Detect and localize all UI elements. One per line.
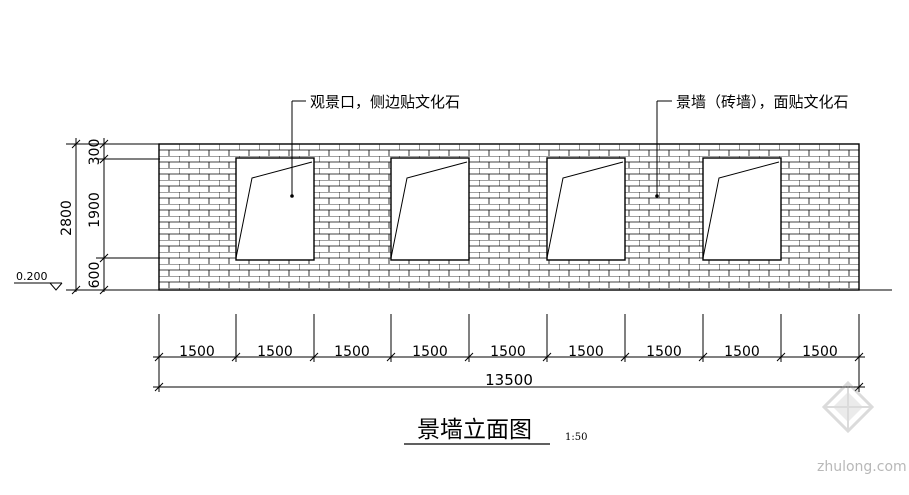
opening-3 [546,157,626,261]
segment-label-7: 1500 [646,344,682,360]
drawing-title: 景墙立面图 [417,417,532,443]
segment-label-2: 1500 [257,344,293,360]
segment-dimension-line [153,314,865,392]
segment-label-5: 1500 [490,344,526,360]
segment-label-8: 1500 [724,344,760,360]
watermark-text: zhulong.com [817,459,907,475]
vertical-dimensions [66,138,160,295]
drawing-scale: 1:50 [565,432,587,443]
level-marker [14,282,63,291]
dim-top-band: 300 [87,139,103,166]
dim-base: 600 [87,262,103,289]
segment-label-9: 1500 [802,344,838,360]
watermark-logo-icon [821,380,875,434]
opening-4 [702,157,782,261]
window-note: 观景口，侧边贴文化石 [310,93,460,111]
segment-label-3: 1500 [334,344,370,360]
wall-note-leader [655,100,672,198]
wall-note: 景墙（砖墙），面贴文化石 [676,93,849,111]
dim-window-height: 1900 [87,192,103,228]
overall-length-label: 13500 [485,371,533,389]
opening-1 [235,157,315,261]
dim-total-height: 2800 [59,200,75,236]
opening-2 [390,157,470,261]
window-note-leader [290,100,306,198]
segment-label-6: 1500 [568,344,604,360]
segment-label-4: 1500 [412,344,448,360]
level-mark-value: 0.200 [16,270,48,283]
segment-label-1: 1500 [179,344,215,360]
